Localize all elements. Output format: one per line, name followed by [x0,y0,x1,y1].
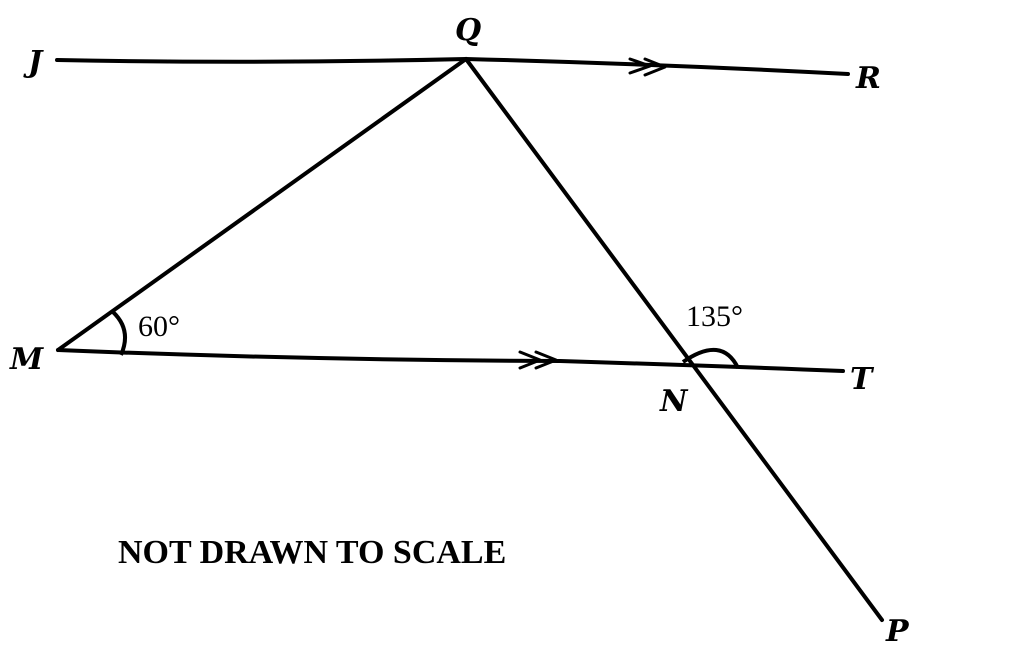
label-q: Q [455,13,481,48]
label-j: J [23,45,44,80]
angle-label-m: 60° [138,310,180,343]
parallel-arrow-jr [628,57,667,77]
label-m: M [9,342,44,377]
line-mt [56,348,845,373]
line-qp [464,57,884,622]
label-p: P [885,614,910,649]
label-n: N [659,384,689,419]
label-r: R [855,61,881,96]
angle-label-n: 135° [686,300,743,333]
parallel-arrow-mt [518,350,558,370]
angle-arc-m [111,310,128,356]
label-t: T [850,362,875,397]
angle-arc-n [681,347,740,369]
not-drawn-to-scale-note: NOT DRAWN TO SCALE [118,534,506,571]
segment-qm [56,57,468,352]
